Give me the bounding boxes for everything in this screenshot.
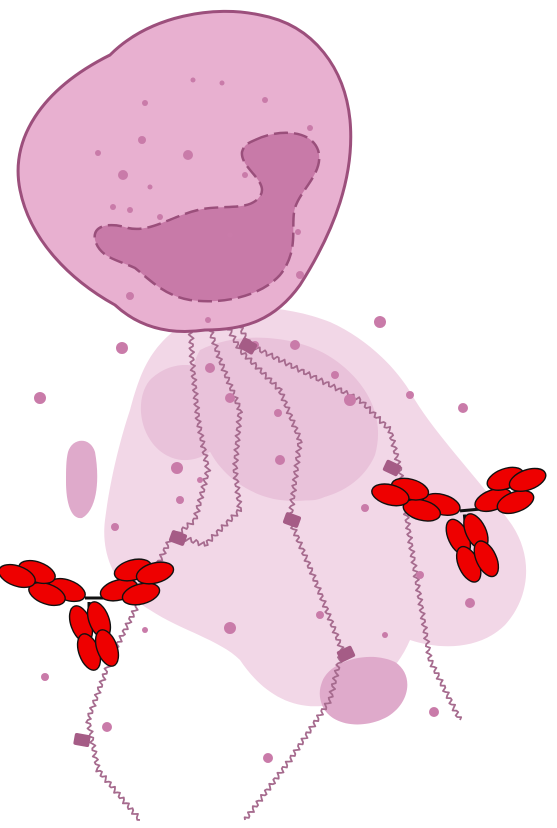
granule-24 — [225, 393, 235, 403]
granule-37 — [111, 523, 119, 531]
granule-4 — [262, 97, 268, 103]
granule-28 — [406, 391, 414, 399]
granule-35 — [176, 496, 184, 504]
granule-13 — [157, 214, 163, 220]
granule-7 — [183, 150, 193, 160]
granule-42 — [465, 598, 475, 608]
granule-43 — [263, 753, 273, 763]
granule-38 — [316, 611, 324, 619]
granule-23 — [205, 363, 215, 373]
granule-20 — [295, 229, 301, 235]
histone-icon-6 — [73, 733, 91, 748]
granule-48 — [382, 632, 388, 638]
granule-41 — [429, 707, 439, 717]
granule-26 — [331, 371, 339, 379]
granule-5 — [307, 125, 313, 131]
granule-15 — [227, 232, 233, 238]
granule-25 — [274, 409, 282, 417]
granule-40 — [102, 722, 112, 732]
granule-45 — [361, 504, 369, 512]
granule-17 — [205, 317, 211, 323]
neutrophil-icon — [18, 11, 351, 331]
granule-1 — [191, 78, 196, 83]
granule-39 — [41, 673, 49, 681]
granule-46 — [142, 627, 148, 633]
granule-44 — [416, 571, 424, 579]
granule-19 — [296, 271, 304, 279]
antibody-icon-1 — [0, 555, 176, 673]
cloud-blob-left — [66, 441, 97, 518]
granule-36 — [197, 477, 203, 483]
granule-9 — [118, 170, 128, 180]
granule-33 — [275, 455, 285, 465]
granule-21 — [374, 316, 386, 328]
granule-10 — [110, 204, 116, 210]
granule-14 — [242, 172, 248, 178]
granule-6 — [138, 136, 146, 144]
granule-31 — [290, 340, 300, 350]
granule-32 — [171, 462, 183, 474]
granule-11 — [127, 207, 133, 213]
granule-34 — [224, 622, 236, 634]
granule-30 — [34, 392, 46, 404]
granule-3 — [142, 100, 148, 106]
granule-16 — [126, 292, 134, 300]
granule-2 — [220, 81, 225, 86]
granule-29 — [458, 403, 468, 413]
granule-8 — [95, 150, 101, 156]
granule-12 — [148, 185, 153, 190]
granule-27 — [344, 394, 356, 406]
granule-22 — [116, 342, 128, 354]
